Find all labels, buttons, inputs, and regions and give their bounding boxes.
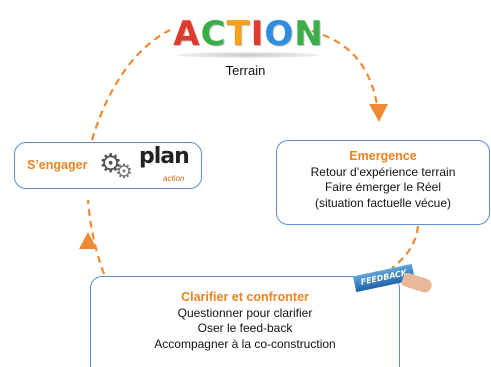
arc-bottom-left	[86, 199, 106, 275]
logo-letter: I	[250, 14, 264, 54]
clarifier-line: Oser le feed-back	[197, 321, 293, 335]
arrowhead-to-engager	[79, 232, 97, 249]
box-engager: S’engager ⚙ ⚙ plan action	[14, 142, 202, 189]
box-clarifier: Clarifier et confronter Questionner pour…	[90, 276, 400, 367]
clarifier-line: Accompagner à la co-construction	[154, 336, 336, 351]
logo-letter: A	[173, 14, 200, 54]
gear-small-icon: ⚙	[115, 161, 133, 183]
logo-letter: C	[200, 14, 226, 54]
action-logo-word: A C T I O N	[168, 4, 328, 54]
action-logo: A C T I O N	[168, 4, 328, 58]
plan-action-icon: ⚙ ⚙ plan action	[93, 144, 197, 185]
terrain-label: Terrain	[225, 63, 266, 78]
emergence-title: Emergence	[349, 149, 417, 163]
plan-icon-word: plan	[139, 144, 190, 169]
arc-top-right	[299, 26, 380, 111]
emergence-line: (situation factuelle vécue)	[314, 195, 452, 210]
logo-letter: N	[294, 14, 323, 54]
arrowhead-to-emergence	[369, 104, 388, 122]
feedback-icon: FEEDBACK	[350, 262, 434, 296]
clarifier-line: Questionner pour clarifier	[177, 305, 313, 320]
box-emergence: Emergence Retour d’expérience terrain Fa…	[276, 140, 490, 225]
emergence-line: Faire émerger le Réel	[324, 180, 442, 194]
arc-right-bottom	[391, 225, 420, 269]
logo-shadow	[178, 52, 318, 58]
logo-letter: T	[226, 14, 250, 54]
hand-icon	[400, 271, 434, 295]
plan-icon-sub: action	[163, 174, 185, 183]
gear-icon: ⚙	[99, 148, 123, 178]
clarifier-title: Clarifier et confronter	[181, 290, 309, 304]
engager-title: S’engager	[27, 158, 88, 172]
emergence-line: Retour d’expérience terrain	[310, 164, 456, 179]
logo-letter: O	[264, 14, 294, 54]
arc-left-top	[90, 29, 171, 141]
